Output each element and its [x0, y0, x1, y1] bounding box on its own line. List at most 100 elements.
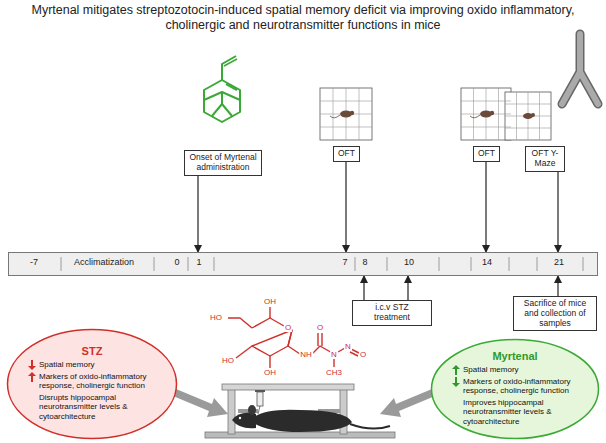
grid-line [461, 127, 511, 128]
atom-label: O [316, 324, 324, 332]
open-field-icon-part [320, 88, 372, 140]
arrow-shape [28, 360, 36, 370]
myrtenal-structure-part [222, 56, 236, 80]
effect-arrow-part [173, 389, 228, 417]
open-field-icon-part [505, 92, 551, 140]
day-number: 1 [196, 258, 201, 267]
stereotaxic-frame-part [222, 384, 354, 390]
open-field-mouse-part [490, 111, 494, 115]
effect-ellipse: STZSpatial memoryMarkers of oxido-inflam… [6, 328, 178, 440]
effect-text: Spatial memory [39, 360, 95, 370]
arrow-shape [28, 372, 36, 382]
effect-text: Markers of oxido-inflammatory response, … [463, 377, 578, 396]
open-field-mouse [330, 111, 535, 120]
stz-structure-part [288, 346, 300, 354]
effect-text: Improves hippocampal neurotransmitter le… [463, 398, 578, 427]
open-field-grid [320, 88, 551, 140]
day-number: -7 [30, 258, 38, 267]
timeline-tick [188, 257, 189, 271]
timeline-tick [214, 257, 215, 271]
timeline-arrow [363, 276, 364, 300]
timeline-tick [471, 257, 472, 271]
ellipse-content: MyrtenalSpatial memoryMarkers of oxido-i… [430, 338, 600, 440]
timeline-tick [583, 257, 584, 271]
box-text: OFT [478, 149, 495, 159]
effect-row: Improves hippocampal neurotransmitter le… [452, 398, 578, 427]
open-field-mouse-part [470, 115, 480, 118]
diagram-title: Myrtenal mitigates streptozotocin-induce… [10, 3, 596, 33]
stereotaxic-frame [205, 384, 395, 438]
atom-label: CH3 [325, 369, 343, 377]
atom-label: O [359, 351, 367, 359]
atom-label: HO [221, 357, 235, 365]
atom-label: NH [299, 351, 313, 359]
box-text: OFT Y-Maze [530, 149, 560, 169]
atom-label: O [284, 324, 292, 332]
day-number: 10 [404, 258, 414, 267]
myrtenal-structure-part [224, 59, 237, 66]
timeline-tick [509, 257, 510, 271]
atom-label: OH [263, 298, 277, 306]
ellipse-content: STZSpatial memoryMarkers of oxido-inflam… [6, 328, 178, 440]
timeline-tick [387, 257, 388, 271]
stz-structure-part [288, 330, 292, 346]
effect-ellipse: MyrtenalSpatial memoryMarkers of oxido-i… [430, 338, 600, 440]
ellipse-title: STZ [28, 345, 156, 357]
syringe-part [257, 392, 263, 406]
effect-arrow-part [380, 389, 435, 417]
timeline-arrow [345, 162, 346, 252]
stz-structure-part [228, 318, 252, 328]
stz-structure-part [236, 346, 252, 358]
atom-label: N [344, 343, 352, 351]
timeline-arrow [557, 276, 558, 296]
grid-line [320, 127, 372, 128]
atom-label: N [330, 351, 338, 359]
mouse-part [250, 410, 352, 432]
stz-structure [228, 307, 359, 368]
atom-label: OH [263, 369, 277, 377]
day-number: 14 [482, 258, 492, 267]
day-number: 21 [554, 258, 564, 267]
effect-row: Spatial memory [28, 360, 156, 370]
stz-structure-part [252, 318, 292, 356]
y-maze-icon-part [562, 34, 598, 104]
stereotaxic-frame-part [228, 388, 235, 434]
grid-line [505, 128, 551, 129]
open-field-mouse-part [531, 113, 535, 117]
ellipse-title: Myrtenal [452, 350, 578, 362]
atom-label: HO [209, 314, 223, 322]
up-arrow [28, 372, 36, 382]
step-box: Onset of Myrtenal administration [184, 150, 262, 176]
stz-structure-part [318, 333, 322, 346]
step-box: Sacrifice of mice and collection of samp… [513, 296, 597, 331]
open-field-mouse-part [330, 115, 340, 118]
timeline-arrow [485, 162, 486, 252]
timeline-tick [537, 257, 538, 271]
effect-text: Spatial memory [463, 365, 519, 375]
grid-line [539, 92, 540, 140]
step-box: OFT [473, 146, 500, 162]
y-maze-icon-part [562, 34, 598, 104]
box-text: i.c.v STZ treatment [357, 303, 427, 323]
day-number: 7 [342, 258, 347, 267]
phase-label: Acclimatization [74, 258, 134, 267]
y-maze-icon [562, 34, 598, 104]
stz-structure-part [269, 356, 270, 368]
effect-row: Spatial memory [452, 365, 578, 375]
step-box: i.c.v STZ treatment [352, 300, 432, 326]
timeline-arrow [197, 176, 198, 252]
day-number: 8 [362, 258, 367, 267]
up-arrow [452, 365, 460, 375]
syringe [255, 390, 265, 414]
down-arrow [452, 377, 460, 387]
myrtenal-structure-part [212, 92, 232, 116]
step-box: OFT Y-Maze [525, 146, 565, 172]
mouse-part [232, 413, 256, 428]
timeline-tick [439, 257, 440, 271]
timeline-tick [61, 257, 62, 271]
stz-structure-part [269, 307, 270, 318]
effect-row: Disrupts hippocampal neurotransmitter le… [28, 393, 156, 422]
ellipse-shape [8, 330, 177, 439]
timeline-tick [154, 257, 155, 271]
